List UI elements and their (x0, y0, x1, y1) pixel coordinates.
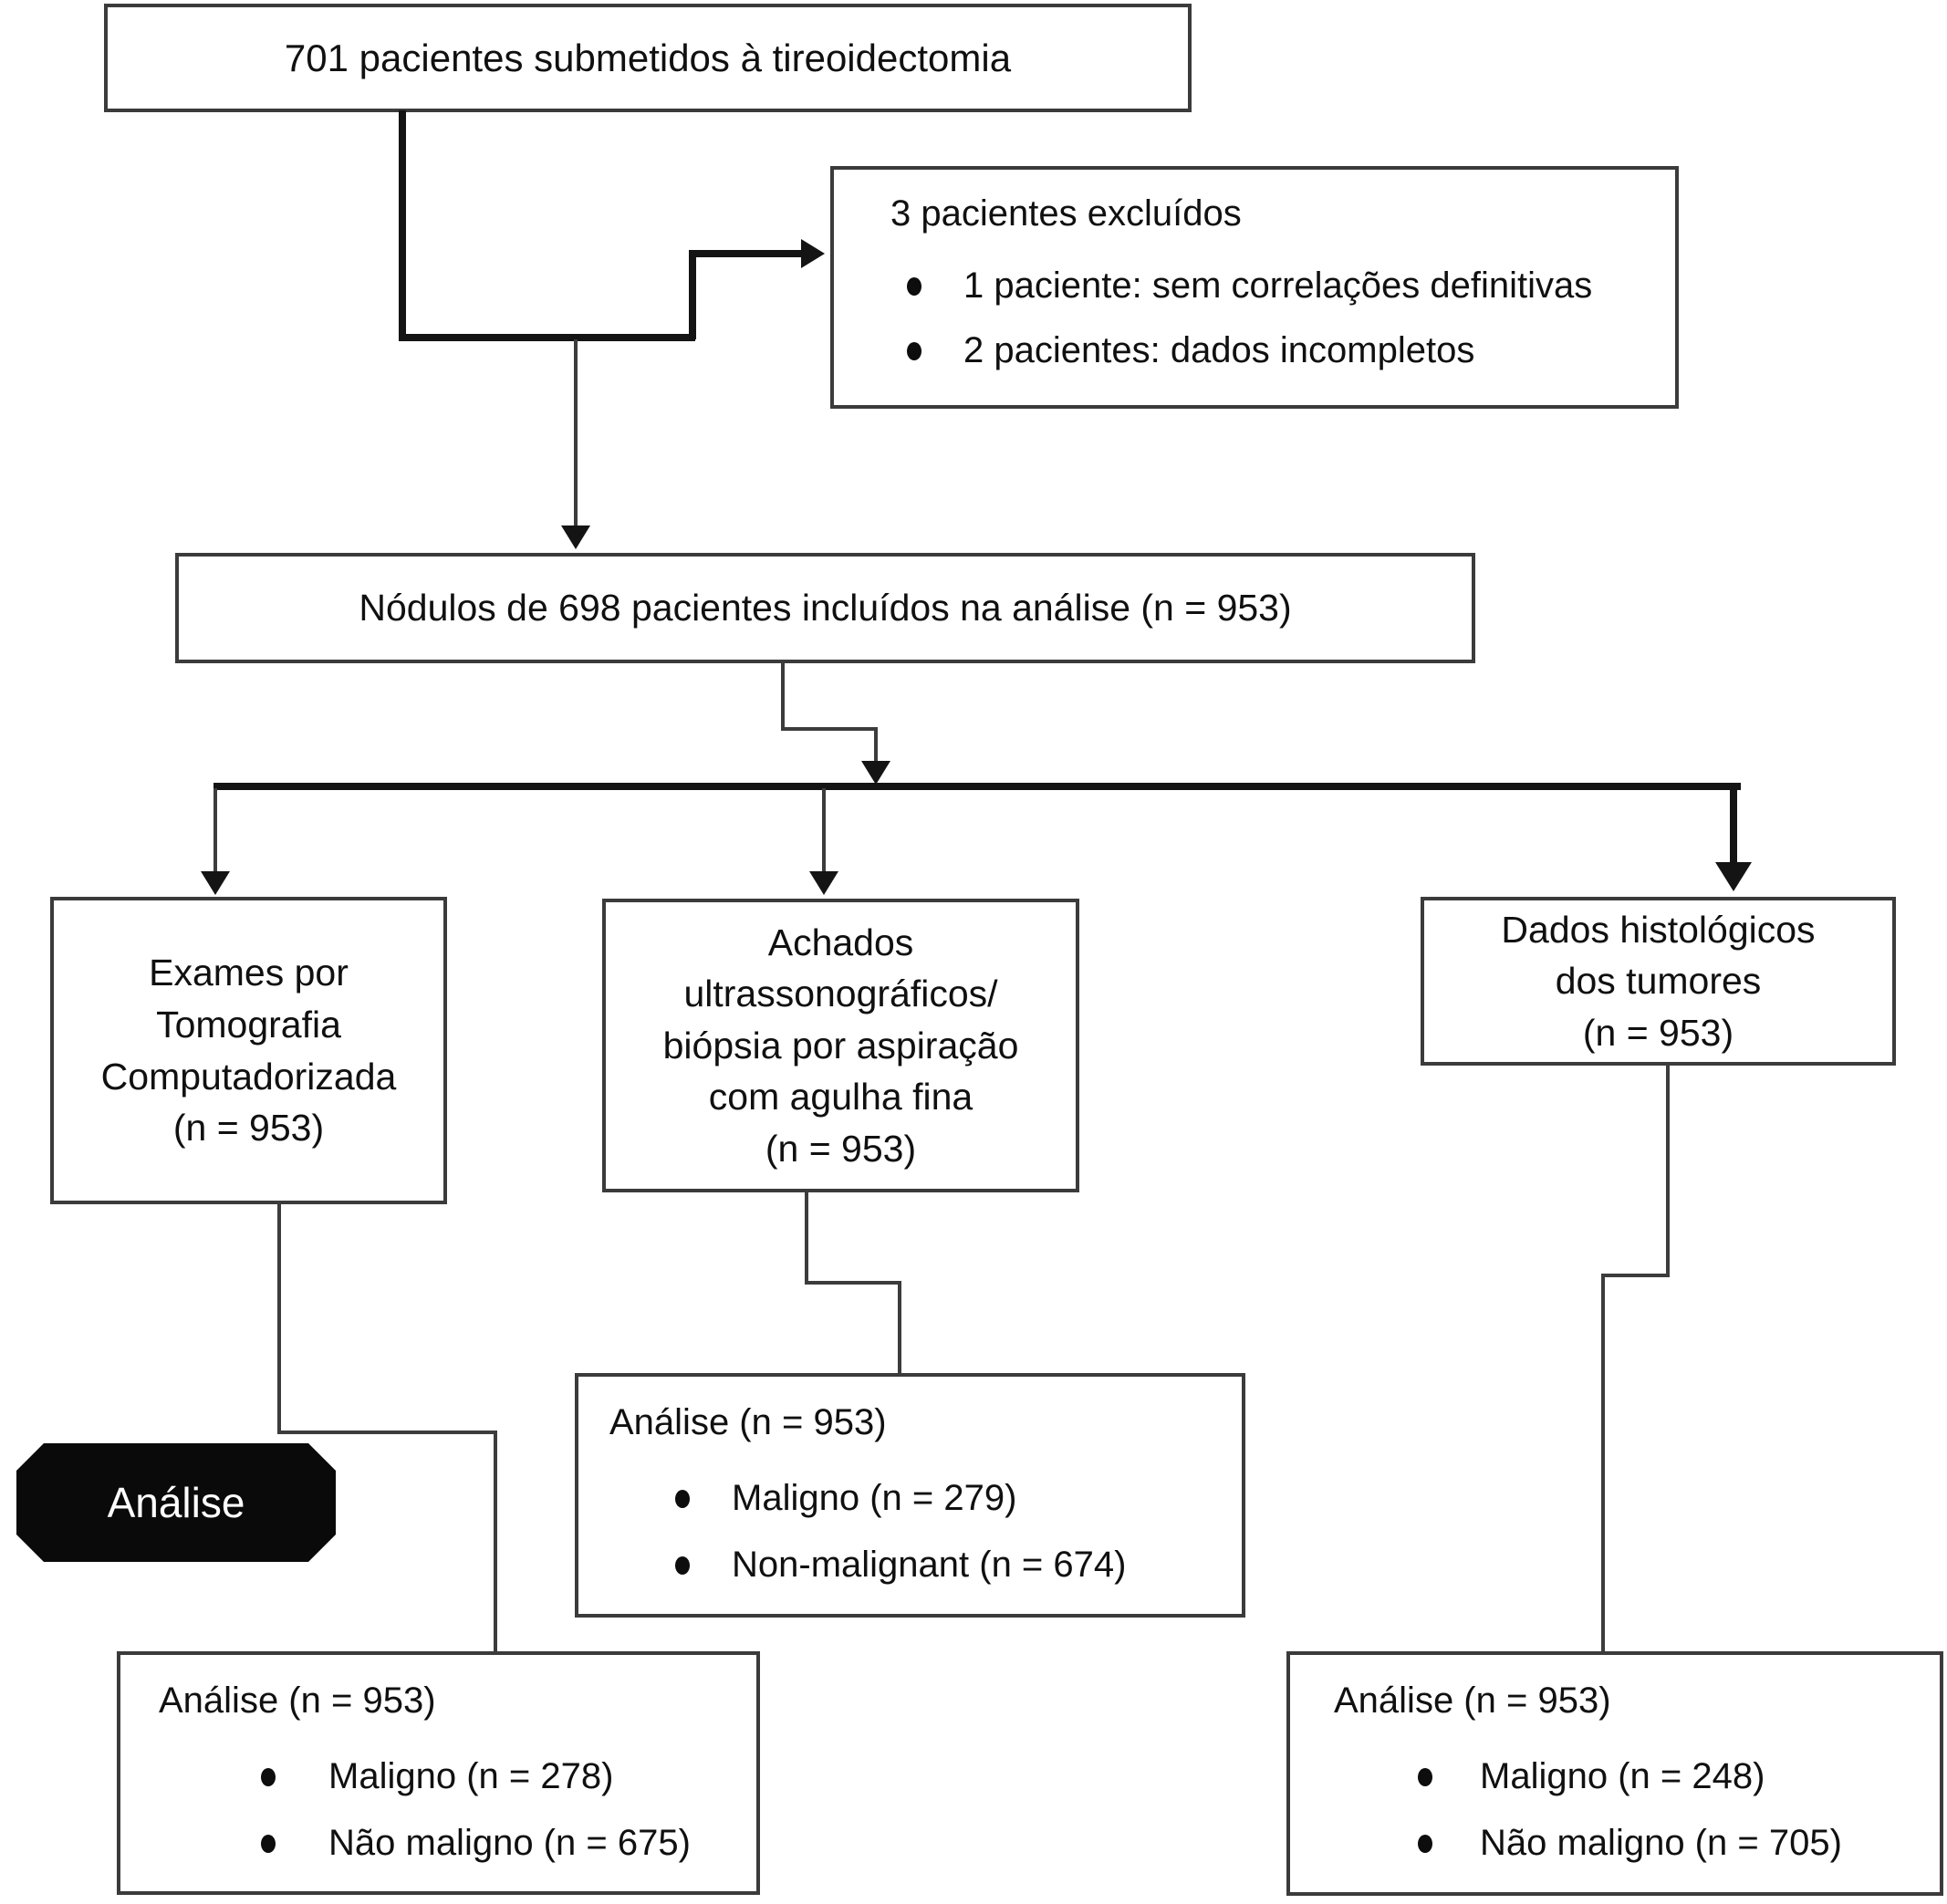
arrowhead-included-icon (561, 525, 590, 549)
connector-drop-ct (213, 788, 217, 873)
bullet-icon (675, 1489, 690, 1508)
box-total-patients-text: 701 pacientes submetidos à tireoidectomi… (284, 36, 1012, 79)
branch-us-line: (n = 953) (765, 1127, 917, 1170)
branch-us-line: com agulha fina (708, 1076, 974, 1118)
box-included-nodules: Nódulos de 698 pacientes incluídos na an… (175, 553, 1475, 663)
connector-included-shaft (574, 339, 578, 527)
bullet-icon (675, 1555, 690, 1575)
connector-us-analysis-jog (805, 1281, 901, 1285)
box-branch-ultrasound: Achados ultrassonográficos/ biópsia por … (602, 899, 1079, 1192)
arrowhead-ct-icon (201, 871, 230, 895)
branch-ct-line: Tomografia (156, 1003, 341, 1046)
branch-histo-line: Dados histológicos (1501, 908, 1816, 951)
box-excluded-title: 3 pacientes excluídos (890, 193, 1242, 234)
analysis-histo-title: Análise (n = 953) (1334, 1680, 1611, 1721)
analysis-us-item: Maligno (n = 279) (732, 1478, 1017, 1518)
connector-branch-rail (213, 783, 1741, 790)
bullet-icon (261, 1767, 276, 1786)
connector-top-horizontal (399, 334, 695, 341)
analysis-ct-item: Não maligno (n = 675) (328, 1823, 691, 1863)
arrowhead-histology-icon (1715, 862, 1752, 891)
bullet-icon (1418, 1767, 1432, 1786)
arrowhead-exclusion-icon (801, 239, 825, 268)
branch-ct-line: Exames por (149, 952, 349, 994)
analysis-ct-title: Análise (n = 953) (159, 1680, 436, 1721)
connector-us-analysis-v1 (805, 1191, 808, 1285)
box-branch-histology: Dados histológicos dos tumores (n = 953) (1421, 897, 1896, 1066)
box-analysis-histology: Análise (n = 953) Maligno (n = 248) Não … (1286, 1651, 1943, 1896)
analysis-label-text: Análise (107, 1479, 245, 1526)
branch-us-line: biópsia por aspiração (662, 1024, 1019, 1066)
excluded-item: 2 pacientes: dados incompletos (963, 330, 1475, 370)
analysis-ct-item: Maligno (n = 278) (328, 1756, 614, 1796)
box-total-patients: 701 pacientes submetidos à tireoidectomi… (104, 4, 1192, 112)
connector-split-vertical-1 (781, 660, 785, 731)
analysis-us-title: Análise (n = 953) (609, 1402, 887, 1442)
connector-drop-ultrasound (822, 788, 826, 873)
box-excluded-patients: 3 pacientes excluídos 1 paciente: sem co… (830, 166, 1679, 409)
box-analysis-ct: Análise (n = 953) Maligno (n = 278) Não … (117, 1651, 760, 1895)
analysis-histo-item: Maligno (n = 248) (1480, 1756, 1765, 1796)
bullet-icon (1418, 1834, 1432, 1853)
connector-ct-analysis-v2 (494, 1431, 497, 1653)
analysis-histo-item: Não maligno (n = 705) (1480, 1823, 1842, 1863)
analysis-label-tag: Análise (16, 1443, 336, 1562)
excluded-item: 1 paciente: sem correlações definitivas (963, 265, 1593, 306)
connector-histo-analysis-v2 (1601, 1274, 1605, 1653)
arrowhead-ultrasound-icon (809, 871, 838, 895)
connector-histo-analysis-v1 (1666, 1064, 1670, 1277)
bullet-icon (261, 1834, 276, 1853)
bullet-icon (907, 276, 921, 296)
branch-ct-line: (n = 953) (172, 1107, 325, 1150)
arrowhead-rail-icon (861, 761, 890, 785)
connector-top-vertical (399, 110, 406, 339)
branch-histo-line: dos tumores (1555, 960, 1762, 1003)
connector-drop-histology (1730, 788, 1737, 864)
box-analysis-ultrasound: Análise (n = 953) Maligno (n = 279) Non-… (575, 1373, 1245, 1618)
connector-exclusion-vertical (689, 252, 696, 339)
connector-split-jog (781, 727, 878, 731)
analysis-us-item: Non-malignant (n = 674) (732, 1545, 1127, 1585)
connector-split-vertical-2 (874, 727, 878, 764)
connector-us-analysis-v2 (898, 1281, 901, 1375)
branch-histo-line: (n = 953) (1582, 1011, 1734, 1054)
connector-histo-analysis-jog (1601, 1274, 1670, 1277)
connector-ct-analysis-jog (277, 1431, 497, 1434)
box-branch-ct: Exames por Tomografia Computadorizada (n… (50, 897, 447, 1204)
box-included-nodules-text: Nódulos de 698 pacientes incluídos na an… (359, 587, 1292, 629)
connector-ct-analysis-v1 (277, 1202, 281, 1434)
branch-us-line: Achados ultrassonográficos/ (683, 921, 998, 1015)
bullet-icon (907, 341, 921, 360)
connector-exclusion-horizontal (689, 250, 803, 257)
branch-ct-line: Computadorizada (100, 1055, 397, 1098)
